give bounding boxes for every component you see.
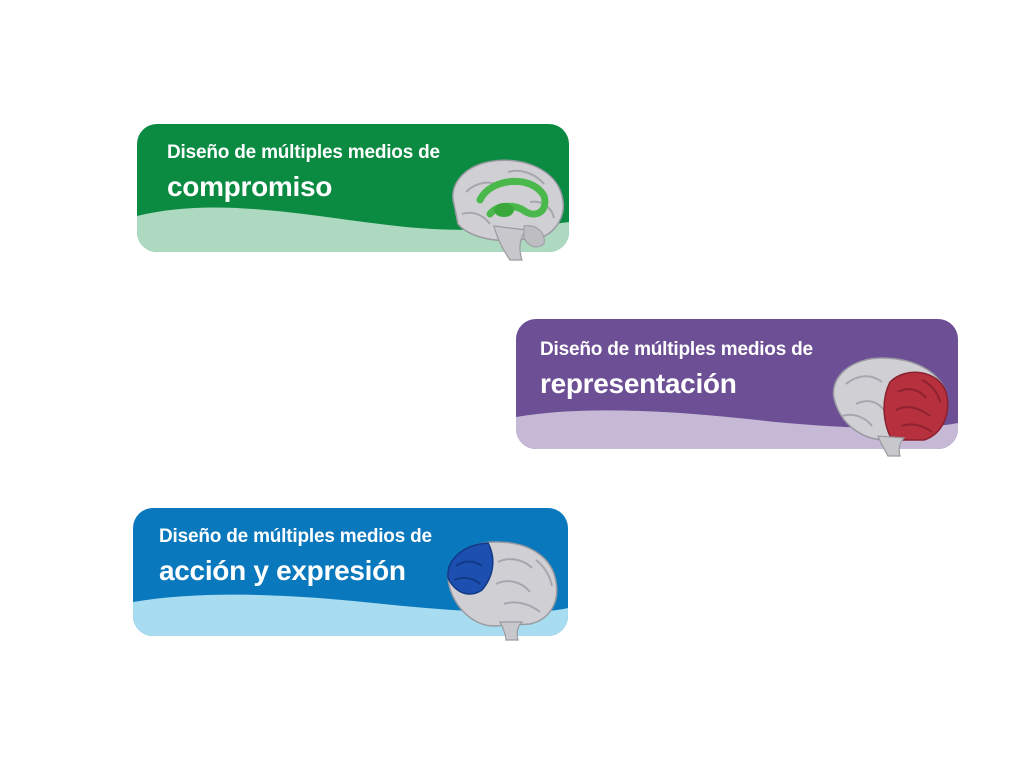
card-title: representación (540, 368, 737, 399)
card-subtitle: Diseño de múltiples medios de (540, 339, 813, 360)
card-text: Diseño de múltiples medios de compromiso (167, 142, 440, 204)
card-subtitle: Diseño de múltiples medios de (159, 526, 432, 547)
card-text: Diseño de múltiples medios de acción y e… (159, 526, 432, 588)
card-title: compromiso (167, 171, 333, 202)
card-subtitle: Diseño de múltiples medios de (167, 142, 440, 163)
card-wave (137, 207, 569, 252)
card-wave (516, 410, 958, 449)
brain-frontal-icon (447, 541, 558, 641)
card-wave (133, 594, 568, 636)
card-text: Diseño de múltiples medios de representa… (540, 339, 813, 401)
brain-limbic-icon (452, 159, 564, 261)
card-title: acción y expresión (159, 555, 406, 586)
brain-occipital-icon (832, 357, 949, 457)
